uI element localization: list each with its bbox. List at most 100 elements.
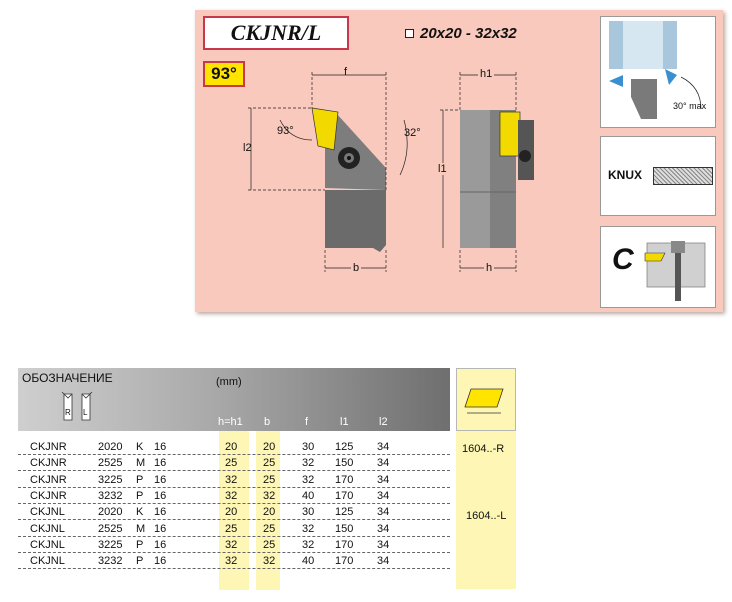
insert-l-code: 1604..-L [466, 510, 507, 522]
tool-title: CKJNR/L [203, 16, 349, 50]
knurling-box [600, 136, 716, 216]
knux-label: KNUX [608, 168, 643, 182]
cell-h: 32 [225, 473, 238, 486]
cell-letter: P [136, 538, 144, 551]
max-angle-label: 30° max [673, 101, 707, 111]
cell-number: 16 [154, 489, 167, 502]
cell-h: 32 [225, 555, 238, 568]
cell-code: CKJNL [30, 522, 65, 535]
cell-number: 16 [154, 555, 167, 568]
cell-size: 2020 [98, 441, 123, 453]
cell-size: 3225 [98, 538, 123, 551]
cell-letter: P [136, 489, 144, 502]
cell-b: 32 [263, 489, 276, 502]
approach-angle-badge: 93° [203, 61, 245, 87]
cell-l1: 170 [335, 555, 354, 568]
cell-size: 3232 [98, 555, 123, 568]
knurl-pattern [653, 167, 713, 185]
cell-l2: 34 [377, 489, 390, 502]
angle-32-label: 32° [404, 127, 421, 139]
row-separator [18, 519, 450, 521]
unit-label: (mm) [216, 376, 242, 388]
col-header-h: h=h1 [218, 416, 243, 428]
cell-h: 20 [225, 506, 238, 519]
cell-code: CKJNR [30, 489, 67, 502]
cell-l2: 34 [377, 441, 390, 453]
cell-code: CKJNR [30, 457, 67, 470]
dimension-l2-label: l2 [243, 142, 252, 154]
square-shank-icon [405, 29, 414, 38]
insert-rhombus-icon [464, 388, 504, 414]
holder-side-view [460, 110, 534, 248]
insert-header [456, 368, 516, 431]
cell-b: 25 [263, 473, 276, 486]
row-separator [18, 454, 450, 455]
cell-h: 25 [225, 522, 238, 535]
cell-size: 2020 [98, 506, 123, 519]
cell-letter: M [136, 522, 146, 535]
dimension-b-label: b [351, 262, 362, 274]
cell-l1: 125 [335, 506, 354, 519]
cell-l1: 170 [335, 538, 354, 551]
holder-top-view [311, 107, 386, 252]
cell-l1: 150 [335, 457, 354, 470]
column-highlight-b [256, 422, 280, 590]
clamp-type-letter: C [612, 243, 634, 276]
cell-b: 25 [263, 457, 276, 470]
cell-l2: 34 [377, 457, 390, 470]
cell-h: 32 [225, 489, 238, 502]
row-separator [18, 502, 450, 504]
handed-holders-icon [61, 391, 93, 421]
cell-l2: 34 [377, 506, 390, 519]
cell-l1: 125 [335, 441, 354, 453]
col-header-b: b [264, 416, 271, 428]
col-header-l2: l2 [379, 416, 388, 428]
cell-l1: 170 [335, 489, 354, 502]
cell-code: CKJNL [30, 506, 65, 519]
cell-h: 20 [225, 441, 238, 453]
cell-f: 40 [302, 555, 315, 568]
cell-f: 30 [302, 441, 315, 453]
col-header-l1: l1 [340, 416, 349, 428]
cell-letter: P [136, 473, 144, 486]
cell-number: 16 [154, 473, 167, 486]
cell-l2: 34 [377, 522, 390, 535]
cell-l2: 34 [377, 555, 390, 568]
insert-r-code: 1604..-R [462, 443, 505, 455]
cell-code: CKJNL [30, 555, 65, 568]
cell-number: 16 [154, 538, 167, 551]
cell-code: CKJNR [30, 473, 67, 486]
cell-f: 32 [302, 538, 315, 551]
cell-b: 20 [263, 506, 276, 519]
cell-b: 32 [263, 555, 276, 568]
clamp-system-box [600, 226, 716, 308]
cell-size: 3225 [98, 473, 123, 486]
cell-b: 20 [263, 441, 276, 453]
dimension-f-label: f [344, 66, 348, 78]
cell-number: 16 [154, 457, 167, 470]
table-header: ОБОЗНАЧЕНИЕ (mm) R L h=h1 b f l1 l2 [18, 368, 450, 431]
row-separator [18, 551, 450, 553]
dimension-h1-label: h1 [478, 68, 495, 80]
handed-r-label: R [65, 408, 71, 417]
cell-h: 25 [225, 457, 238, 470]
cell-f: 32 [302, 522, 315, 535]
cell-f: 32 [302, 457, 315, 470]
tool-technical-drawing [248, 72, 534, 272]
cell-code: CKJNL [30, 538, 65, 551]
row-separator [18, 486, 450, 488]
cell-f: 40 [302, 489, 315, 502]
size-range: 20x20 - 32x32 [420, 25, 517, 42]
dimension-l1-label: l1 [438, 163, 447, 175]
insert-column [456, 431, 516, 589]
cell-h: 32 [225, 538, 238, 551]
clamp-diagram [644, 241, 706, 301]
cell-code: CKJNR [30, 441, 67, 453]
cell-b: 25 [263, 538, 276, 551]
